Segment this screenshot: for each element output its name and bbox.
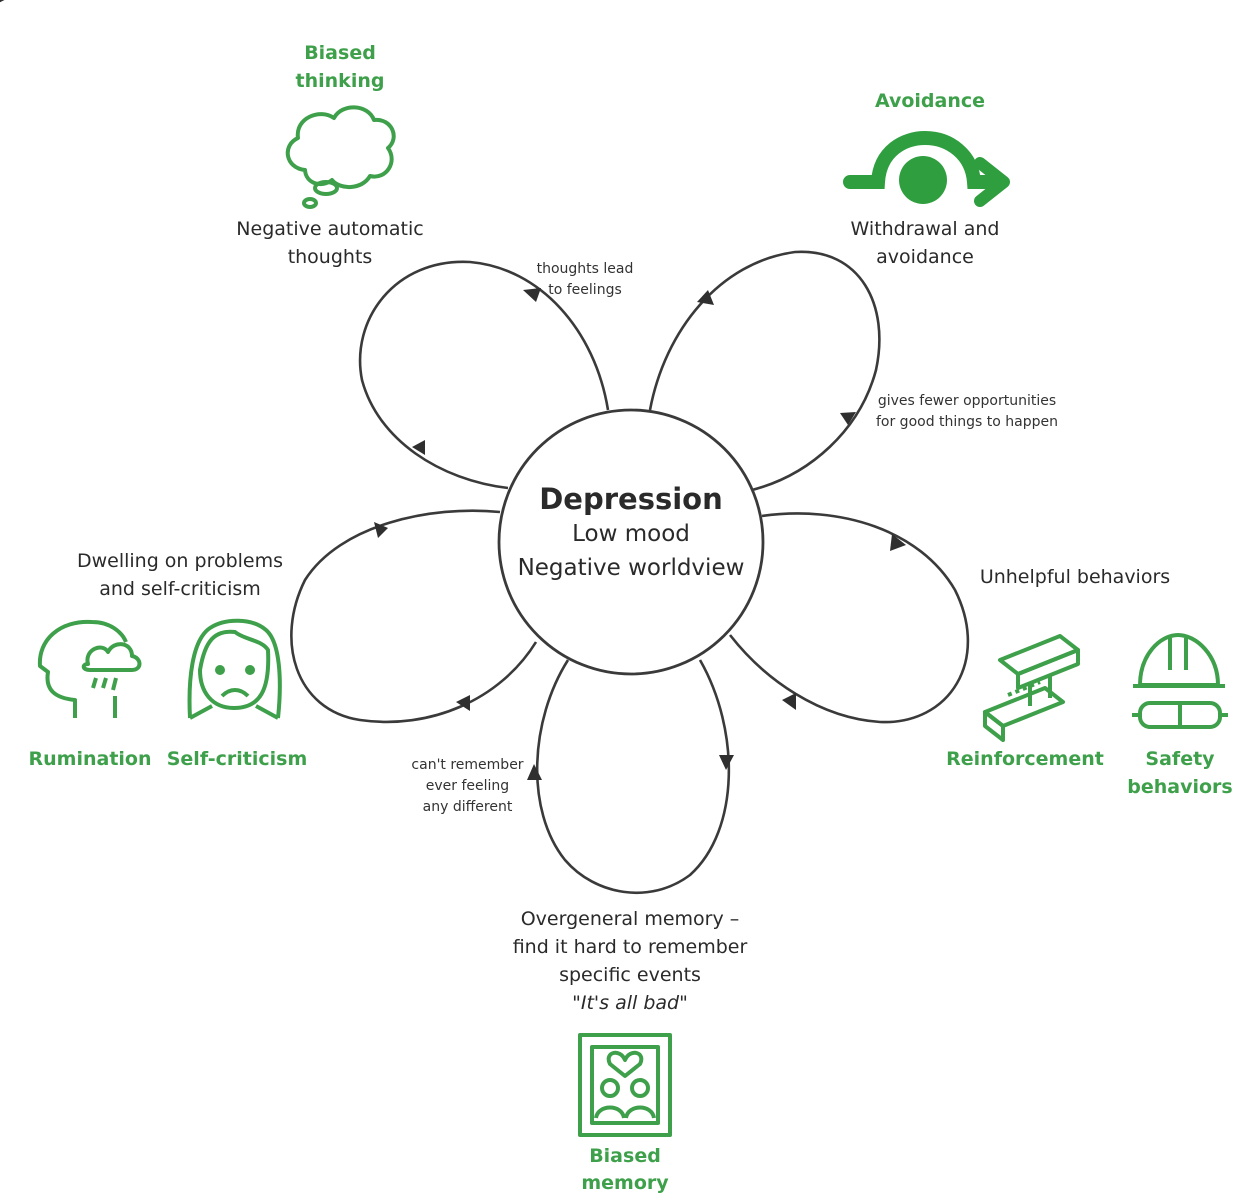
biased-memory-label-1: Biased xyxy=(589,1145,661,1167)
link-cant-remember-1: can't remember xyxy=(411,757,524,773)
link-thoughts-feelings-2: to feelings xyxy=(548,282,622,298)
arrowhead-2 xyxy=(412,440,425,455)
withdrawal-line-2: avoidance xyxy=(876,246,974,268)
arrowhead-5 xyxy=(890,534,906,551)
arrowhead-7 xyxy=(719,755,734,770)
arrowhead-10 xyxy=(374,522,388,538)
center-circle xyxy=(497,408,765,676)
safety-behaviors-label-2: behaviors xyxy=(1127,776,1233,798)
sad-face-icon xyxy=(187,618,282,720)
safety-behaviors-label-1: Safety xyxy=(1145,748,1215,770)
head-raincloud-icon xyxy=(37,619,142,718)
arrowhead-1 xyxy=(523,288,541,302)
link-fewer-opps-2: for good things to happen xyxy=(875,414,1059,430)
memory-line-1: Overgeneral memory – xyxy=(520,908,740,930)
photo-frame-icon xyxy=(578,1033,672,1137)
memory-line-3: specific events xyxy=(559,964,701,986)
arrowhead-4 xyxy=(840,412,856,425)
loop-thinking xyxy=(358,260,610,490)
link-thoughts-feelings-1: thoughts lead xyxy=(536,261,634,277)
steel-beam-icon xyxy=(983,634,1080,742)
arrowhead-6 xyxy=(782,693,796,710)
self-criticism-label: Self-criticism xyxy=(166,748,308,770)
withdrawal-line-1: Withdrawal and xyxy=(850,218,1000,240)
negative-thoughts-line-2: thoughts xyxy=(287,246,373,268)
memory-line-2: find it hard to remember xyxy=(512,936,748,958)
link-cant-remember-3: any different xyxy=(422,799,513,815)
thought-cloud-icon xyxy=(285,105,396,209)
loop-dwelling xyxy=(290,509,538,724)
loop-behaviors xyxy=(728,512,970,724)
biased-memory-label-2: memory xyxy=(581,1172,669,1194)
reinforcement-label: Reinforcement xyxy=(946,748,1104,770)
center-line-2: Negative worldview xyxy=(517,555,745,581)
center-title: Depression xyxy=(539,482,723,516)
dwelling-line-1: Dwelling on problems xyxy=(76,550,284,572)
loop-avoidance xyxy=(648,250,881,492)
avoidance-label: Avoidance xyxy=(874,90,986,112)
unhelpful-behaviors: Unhelpful behaviors xyxy=(979,566,1171,588)
arrowhead-9 xyxy=(456,695,470,711)
rumination-label: Rumination xyxy=(28,748,152,770)
biased-thinking-label-1: Biased xyxy=(304,42,376,64)
memory-quote: "It's all bad" xyxy=(572,992,688,1014)
loop-memory xyxy=(535,659,731,895)
arrowhead-3 xyxy=(697,290,714,305)
arrowhead-8 xyxy=(527,764,542,780)
biased-thinking-label-2: thinking xyxy=(295,70,385,92)
negative-thoughts-line-1: Negative automatic xyxy=(236,218,424,240)
link-fewer-opps-1: gives fewer opportunities xyxy=(877,393,1057,409)
dwelling-line-2: and self-criticism xyxy=(99,578,261,600)
link-cant-remember-2: ever feeling xyxy=(425,778,510,794)
avoidance-arrow-icon xyxy=(843,130,1010,207)
center-line-1: Low mood xyxy=(572,521,690,547)
hardhat-goggles-icon xyxy=(1132,633,1228,729)
